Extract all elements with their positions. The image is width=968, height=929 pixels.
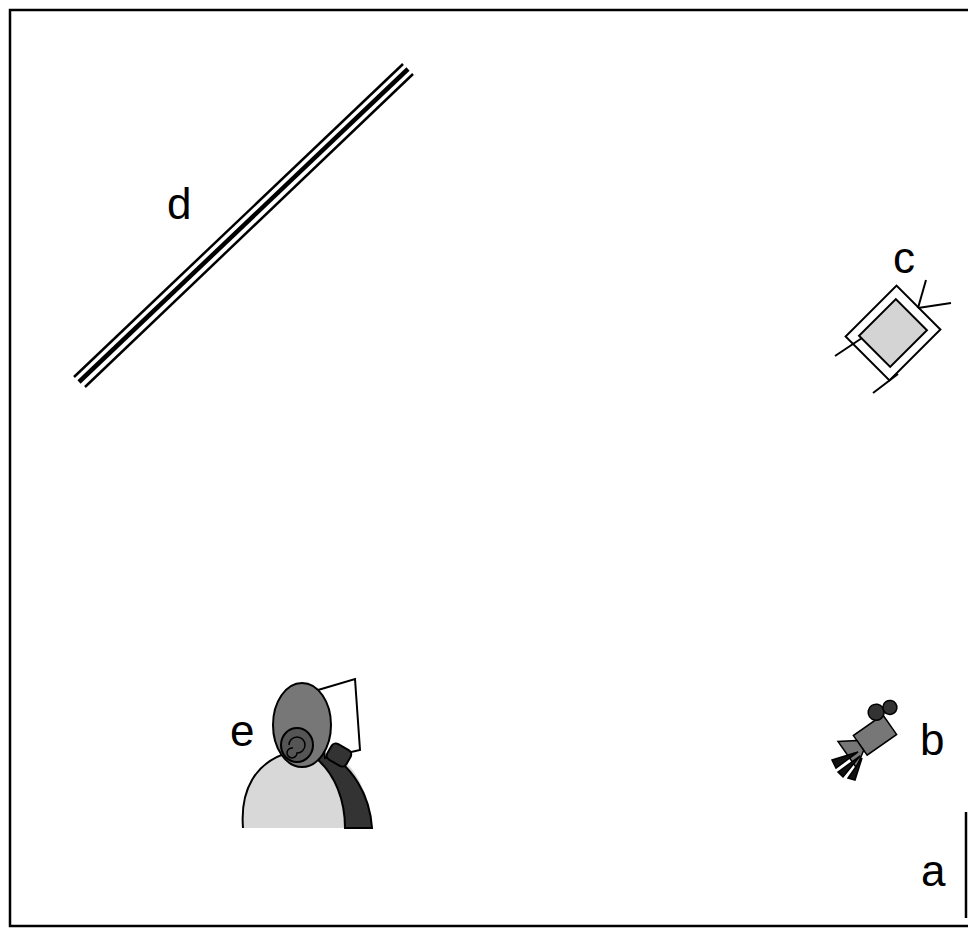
part-label: c	[893, 236, 915, 280]
tv-symbol	[835, 280, 951, 393]
camera-symbol	[832, 694, 913, 780]
window-symbol	[74, 64, 413, 387]
part-label: e	[230, 709, 254, 753]
part-label: a	[921, 849, 945, 893]
room-outline	[10, 10, 968, 926]
part-label: b	[920, 718, 944, 762]
door-segment	[965, 812, 968, 918]
part-label: d	[167, 182, 191, 226]
person-figure	[243, 679, 372, 828]
